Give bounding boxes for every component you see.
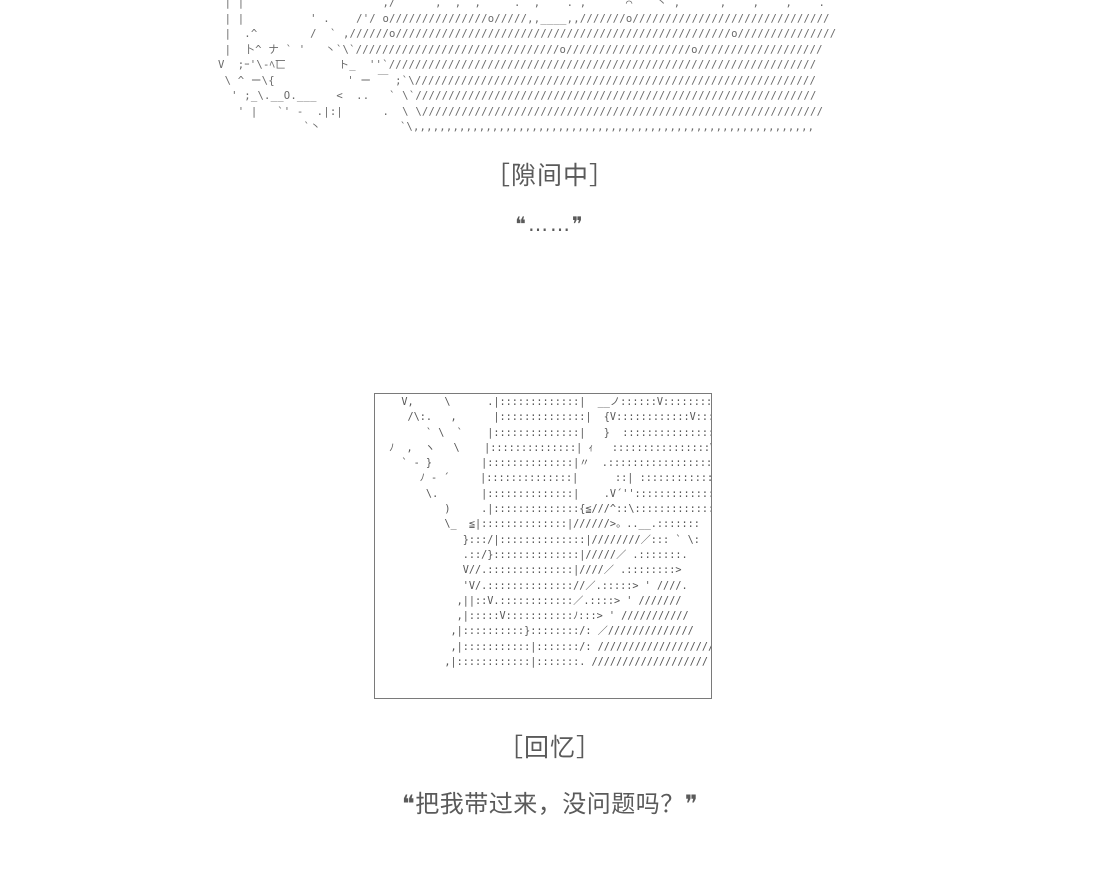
ascii-art-flashback-frame: V, \ .|:::::::::::::| __ノ::::::V::::::::… — [374, 393, 712, 699]
scene-label-memory: ［回忆］ — [497, 733, 602, 762]
dialogue-question: ❝把我带过来，没问题吗？❞ — [401, 790, 699, 818]
ascii-art-flashback-scene: V, \ .|:::::::::::::| __ノ::::::V::::::::… — [389, 397, 712, 669]
ascii-art-rift-scene: | | ,/ , , , . , . , ̄ ̄ ̄ ̄ ̄⌒ ̄ ｀丶 , ,… — [218, 0, 837, 133]
scene-label-gap: ［隙间中］ — [484, 161, 615, 190]
dialogue-ellipsis: ❝……❞ — [515, 212, 585, 236]
